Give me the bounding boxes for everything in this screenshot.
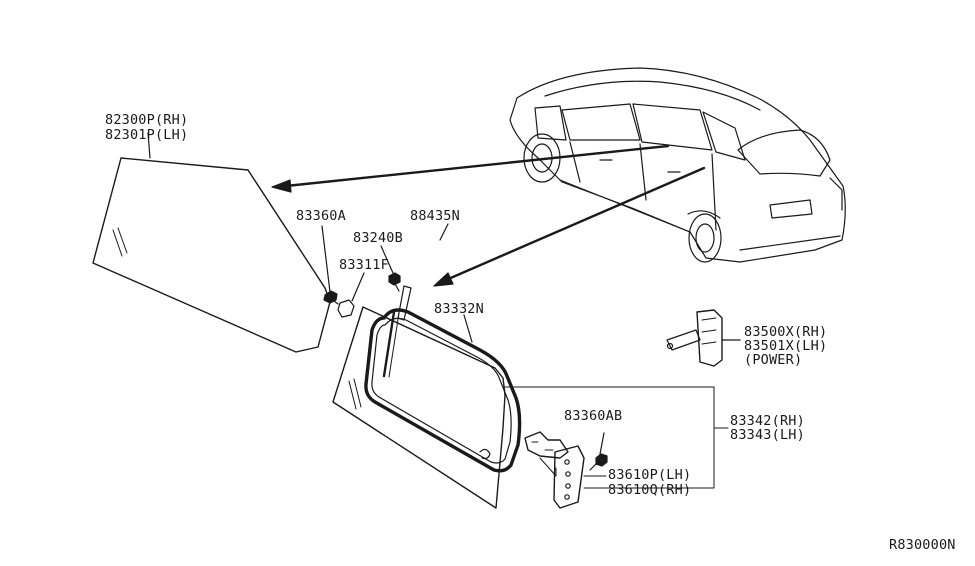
leader-line-82300p [147,132,151,159]
clip-83311f [337,272,365,318]
screw-83240b [380,245,401,292]
label-83342: 83342(RH) [730,413,805,429]
weatherstrip-83332n [364,308,522,473]
power-latch-83500x [666,309,741,367]
stud-88435n [397,223,449,321]
back-door-window-glass [332,306,506,509]
label-83501x: 83501X(LH) [744,338,828,354]
screw-83360ab [589,432,608,471]
arrow-to-right-glass [444,166,706,282]
label-83610q: 83610Q(RH) [608,482,692,498]
bracket-lines [504,386,729,489]
leader-line-83360ab [599,432,605,455]
van-illustration [509,67,846,263]
label-83360a: 83360A [296,208,346,224]
label-88435n: 88435N [410,208,460,224]
diagram-reference-code: R830000N [889,537,956,553]
label-83311f: 83311F [339,257,389,273]
label-83360ab: 83360AB [564,408,623,424]
hinge-bracket-83610 [524,431,585,509]
label-82300p: 82300P(RH) [105,112,189,128]
location-arrows [271,144,706,287]
label-83610p: 83610P(LH) [608,467,692,483]
label-power-note: (POWER) [744,352,803,368]
label-83240b: 83240B [353,230,403,246]
arrow-to-left-glass [284,144,670,188]
leader-line-83360a [321,225,331,293]
leader-bracket-83342 [504,386,715,489]
rear-side-window-glass [92,132,331,353]
leader-line-83240b [380,245,394,274]
leader-line-83332n [463,314,473,343]
leader-line-88435n [439,223,449,241]
label-82301p: 82301P(LH) [105,127,189,143]
label-83343: 83343(LH) [730,427,805,443]
label-83500x: 83500X(RH) [744,324,828,340]
clip-83360a [321,225,339,305]
label-83332n: 83332N [434,301,484,317]
leader-line-83311f [351,272,365,302]
